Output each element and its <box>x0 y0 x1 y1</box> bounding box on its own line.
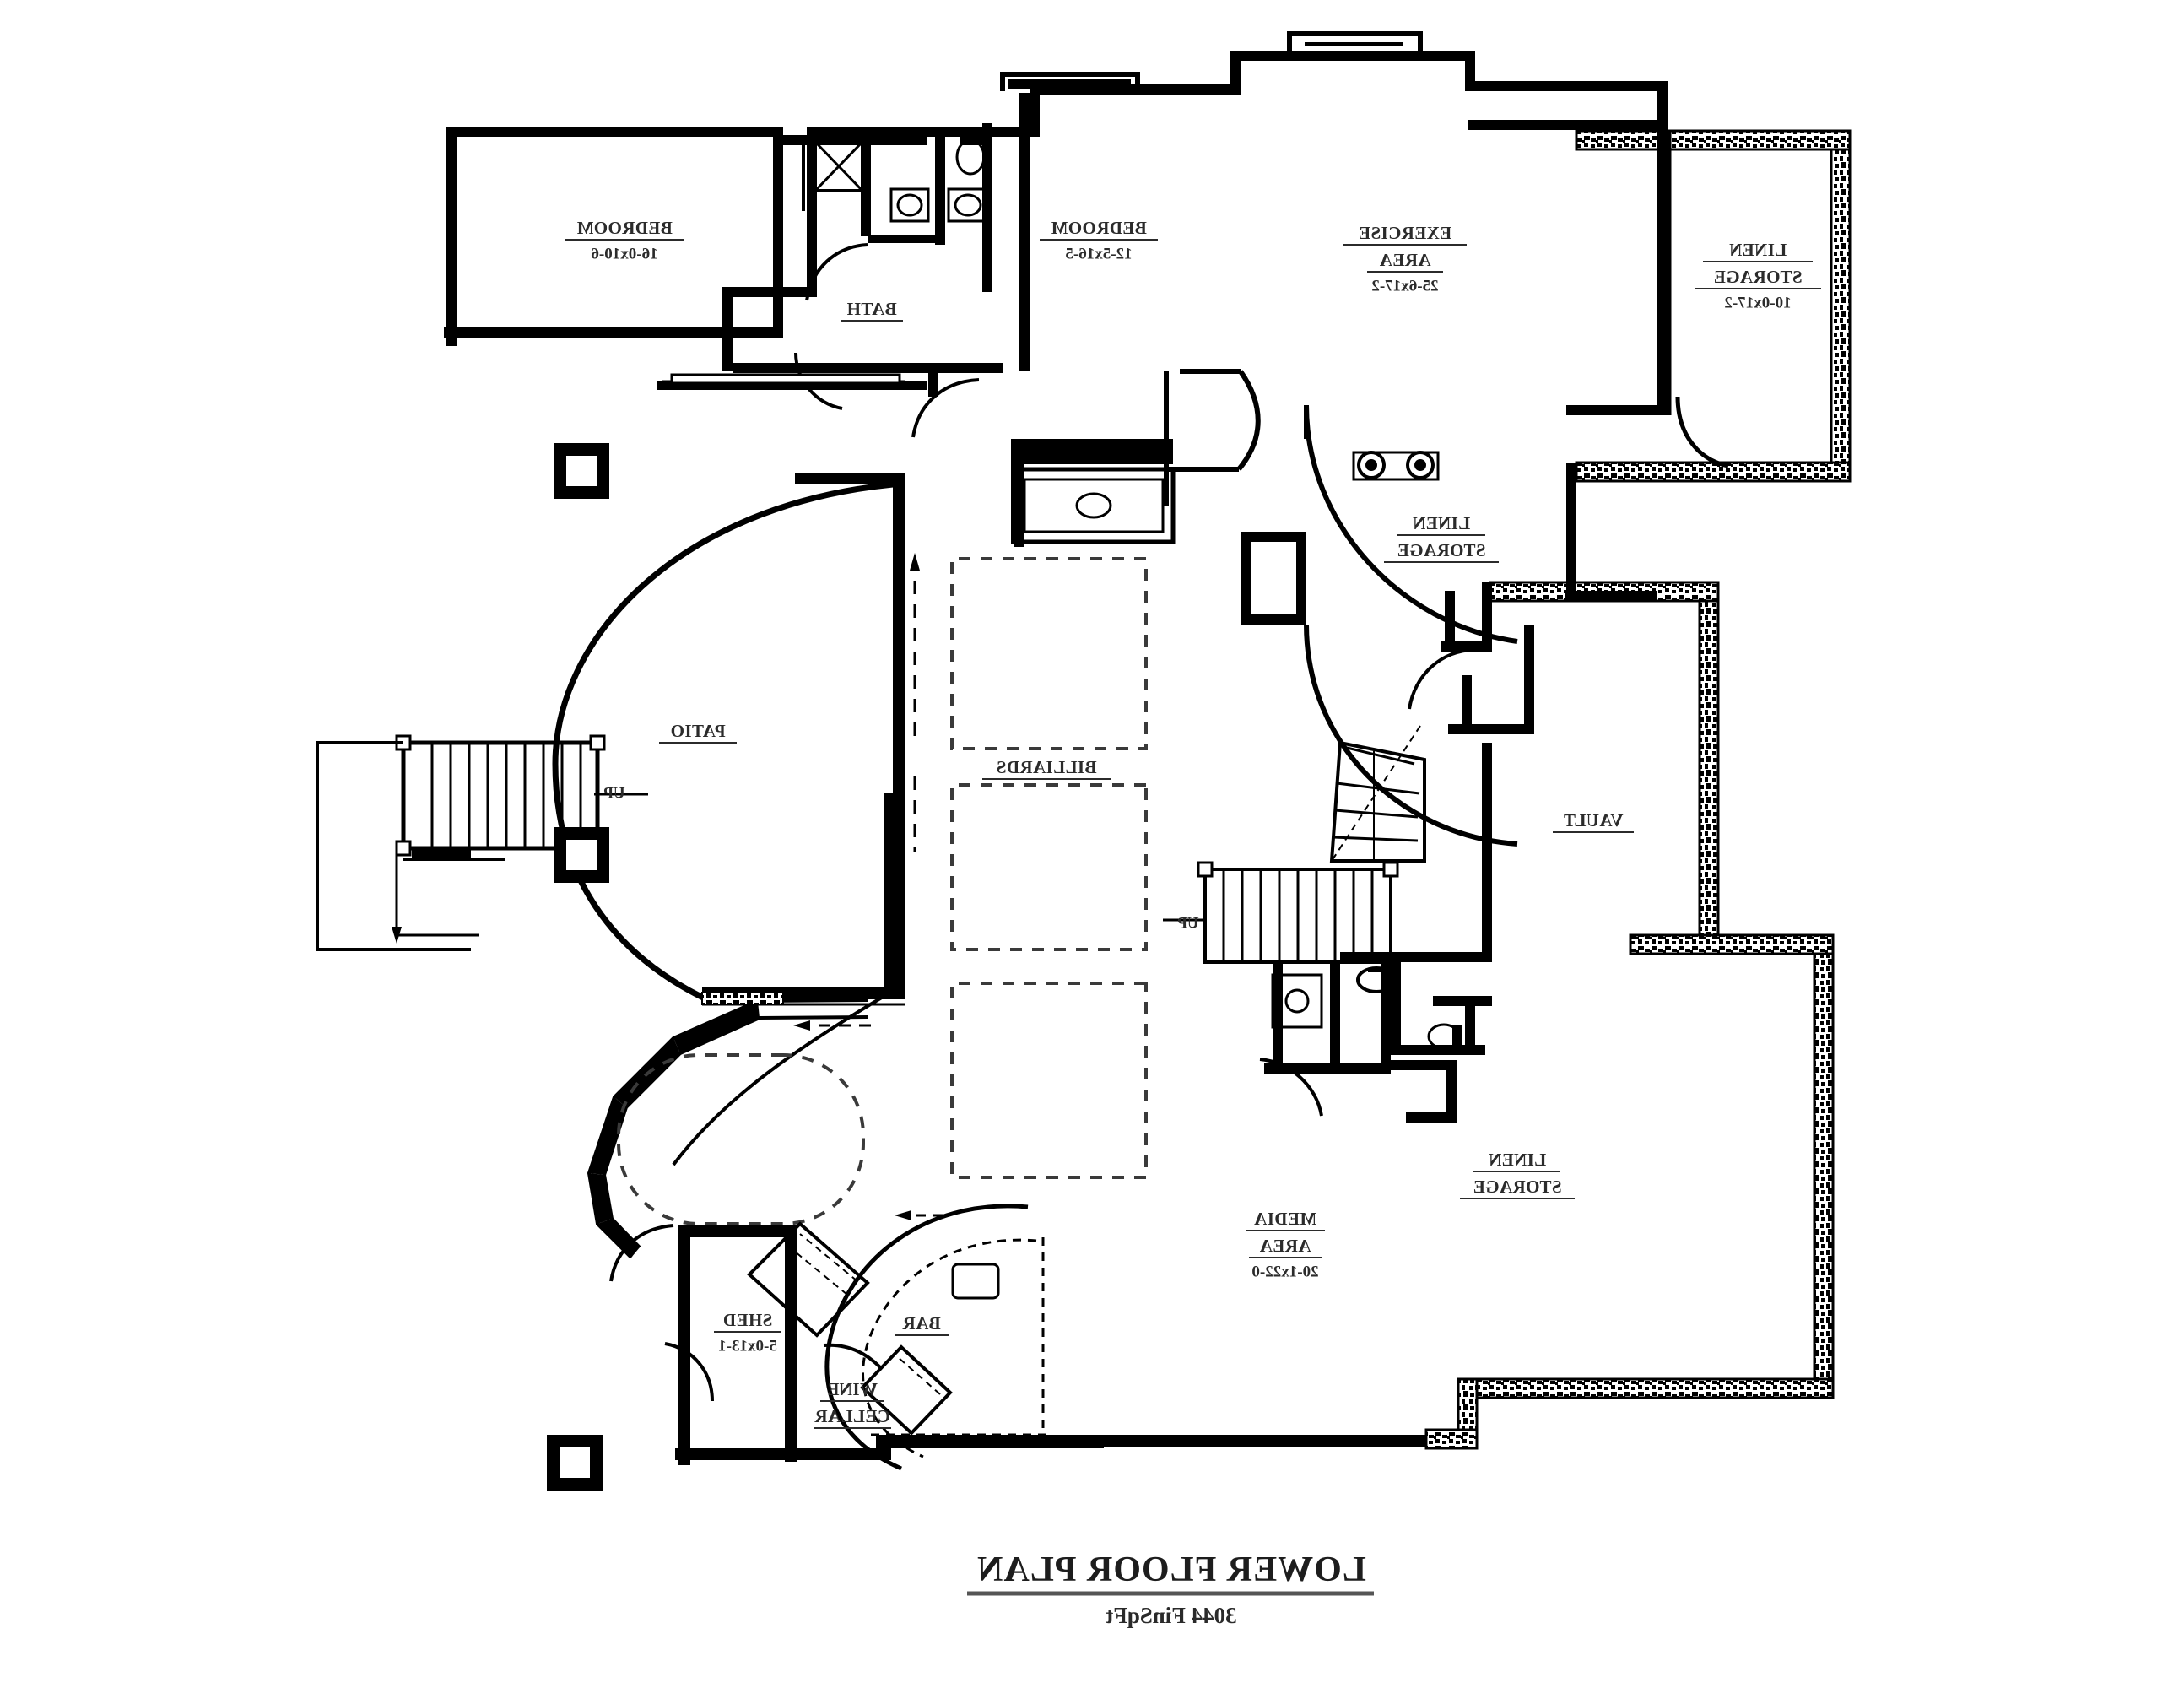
room-label-shed: SHED 5-0x13-1 <box>714 1310 781 1355</box>
sink-top-2 <box>889 187 930 223</box>
room-label-bedroom-1: BEDROOM 12-5x16-5 <box>1040 218 1158 262</box>
plan-title: LOWER FLOOR PLAN <box>976 1550 1366 1589</box>
room-dimensions: 20-1x22-0 <box>1251 1263 1318 1280</box>
room-dimensions: 25-6x17-2 <box>1371 277 1438 295</box>
room-label-vault: VAULT <box>1553 810 1634 833</box>
room-name-line2: AREA <box>1259 1236 1311 1256</box>
room-name-line1: BATH <box>846 299 897 319</box>
room-name-line2: AREA <box>1379 250 1431 270</box>
room-name-line2: STORAGE <box>1473 1177 1561 1197</box>
room-name-line1: LINEN <box>1489 1150 1547 1170</box>
bar-counter <box>824 1204 1046 1471</box>
fixtures-lower-bath <box>1271 966 1462 1050</box>
room-dimensions: 16-0x10-6 <box>591 245 657 262</box>
room-label-bar: BAR <box>895 1313 949 1336</box>
windows <box>662 373 905 1006</box>
circulation-arrows <box>793 553 943 1220</box>
room-label-exercise-area: EXERCISE AREA 25-6x17-2 <box>1343 223 1467 295</box>
dashed-zones <box>617 557 1148 1225</box>
room-name-line2: STORAGE <box>1397 540 1485 560</box>
room-name-line1: LINEN <box>1413 513 1471 533</box>
room-label-bath: BATH <box>841 299 903 322</box>
stair-winder <box>1329 725 1426 863</box>
room-name-line1: PATIO <box>670 721 725 741</box>
structural-walls <box>444 51 1672 1465</box>
exterior-walls <box>1424 129 1852 1450</box>
toilet-top <box>955 133 986 176</box>
fixtures-top <box>780 133 989 223</box>
room-name-line1: SHED <box>723 1310 773 1330</box>
room-dimensions: 10-0x17-2 <box>1724 294 1791 311</box>
room-label-bedroom-2: BEDROOM 16-0x10-6 <box>565 218 684 262</box>
room-name-line2: CELLAR <box>814 1406 890 1426</box>
columns <box>547 443 609 1491</box>
room-name-line1: BILLIARDS <box>996 757 1096 777</box>
room-name-line1: LINEN <box>1729 240 1787 260</box>
room-label-linen-storage-mid: LINEN STORAGE <box>1384 513 1499 563</box>
room-name-line1: WINE <box>827 1379 878 1399</box>
stair-interior <box>1163 861 1399 964</box>
room-name-line1: MEDIA <box>1253 1209 1316 1229</box>
room-label-patio: PATIO <box>659 721 737 744</box>
room-name-line1: BEDROOM <box>576 218 673 238</box>
door-swings <box>609 243 1729 1402</box>
stair-direction-label-interior: UP <box>1177 914 1199 932</box>
room-label-wine-cellar: WINE CELLAR <box>814 1379 891 1429</box>
shower-top <box>814 140 864 192</box>
sink-top <box>947 187 989 223</box>
wine-cellar-detail <box>747 1221 953 1436</box>
plan-subtitle: 3044 FinSqFt <box>1106 1603 1236 1628</box>
room-label-linen-storage-upper-left: LINEN STORAGE 10-0x17-2 <box>1695 240 1821 311</box>
room-label-billiards: BILLIARDS <box>982 757 1111 780</box>
fixtures-middle <box>1352 451 1440 481</box>
room-dimensions: 12-5x16-5 <box>1065 245 1132 262</box>
room-name-line1: BEDROOM <box>1051 218 1147 238</box>
room-name-line1: BAR <box>902 1313 941 1334</box>
room-dimensions: 5-0x13-1 <box>718 1337 777 1355</box>
stair-direction-label-patio: UP <box>603 784 625 802</box>
fixtures-lower-bedroom <box>1011 439 1176 547</box>
room-name-line1: VAULT <box>1564 810 1624 830</box>
room-name-line1: EXERCISE <box>1359 223 1452 243</box>
room-label-linen-storage-lower: LINEN STORAGE <box>1460 1150 1575 1199</box>
room-name-line2: STORAGE <box>1713 267 1802 287</box>
room-label-media-area: MEDIA AREA 20-1x22-0 <box>1246 1209 1325 1280</box>
